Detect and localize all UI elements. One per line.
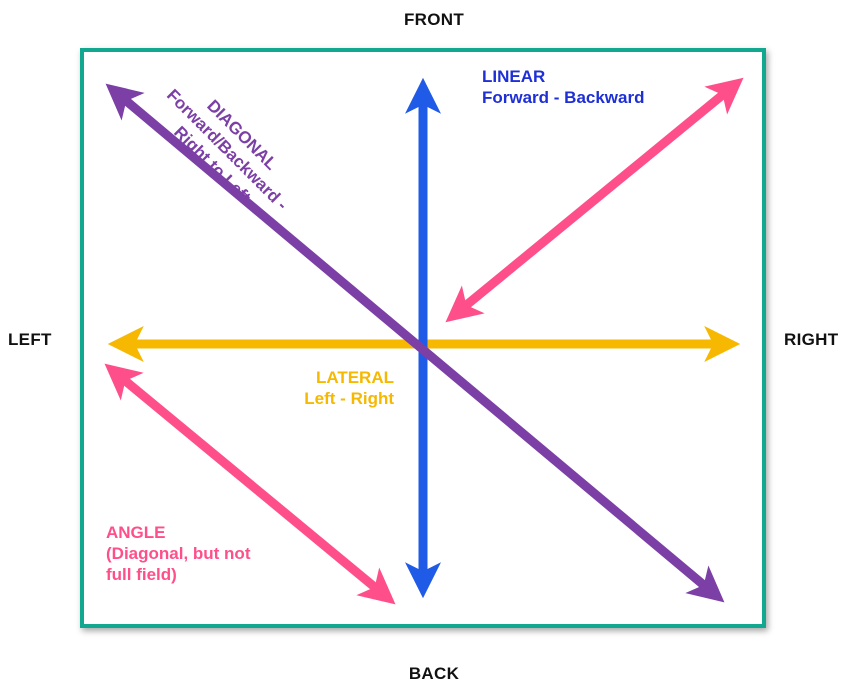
linear-title: LINEAR (482, 67, 546, 86)
angle-arrow-upper (445, 77, 744, 323)
angle-line2: full field) (106, 565, 177, 584)
front-label: FRONT (403, 10, 465, 29)
linear-label: LINEAR Forward - Backward (482, 66, 645, 108)
lateral-label: LATERAL Left - Right (270, 367, 394, 409)
linear-subtitle: Forward - Backward (482, 88, 645, 107)
lateral-subtitle: Left - Right (304, 389, 394, 408)
diagonal-arrow (105, 83, 725, 603)
lateral-title: LATERAL (315, 368, 394, 387)
angle-title: ANGLE (106, 523, 166, 542)
angle-line1: (Diagonal, but not (106, 544, 251, 563)
angle-label: ANGLE (Diagonal, but not full field) (106, 522, 250, 585)
back-label: BACK (408, 664, 460, 683)
angle-arrow-lower (104, 363, 396, 605)
left-label: LEFT (8, 330, 52, 349)
right-label: RIGHT (784, 330, 839, 349)
